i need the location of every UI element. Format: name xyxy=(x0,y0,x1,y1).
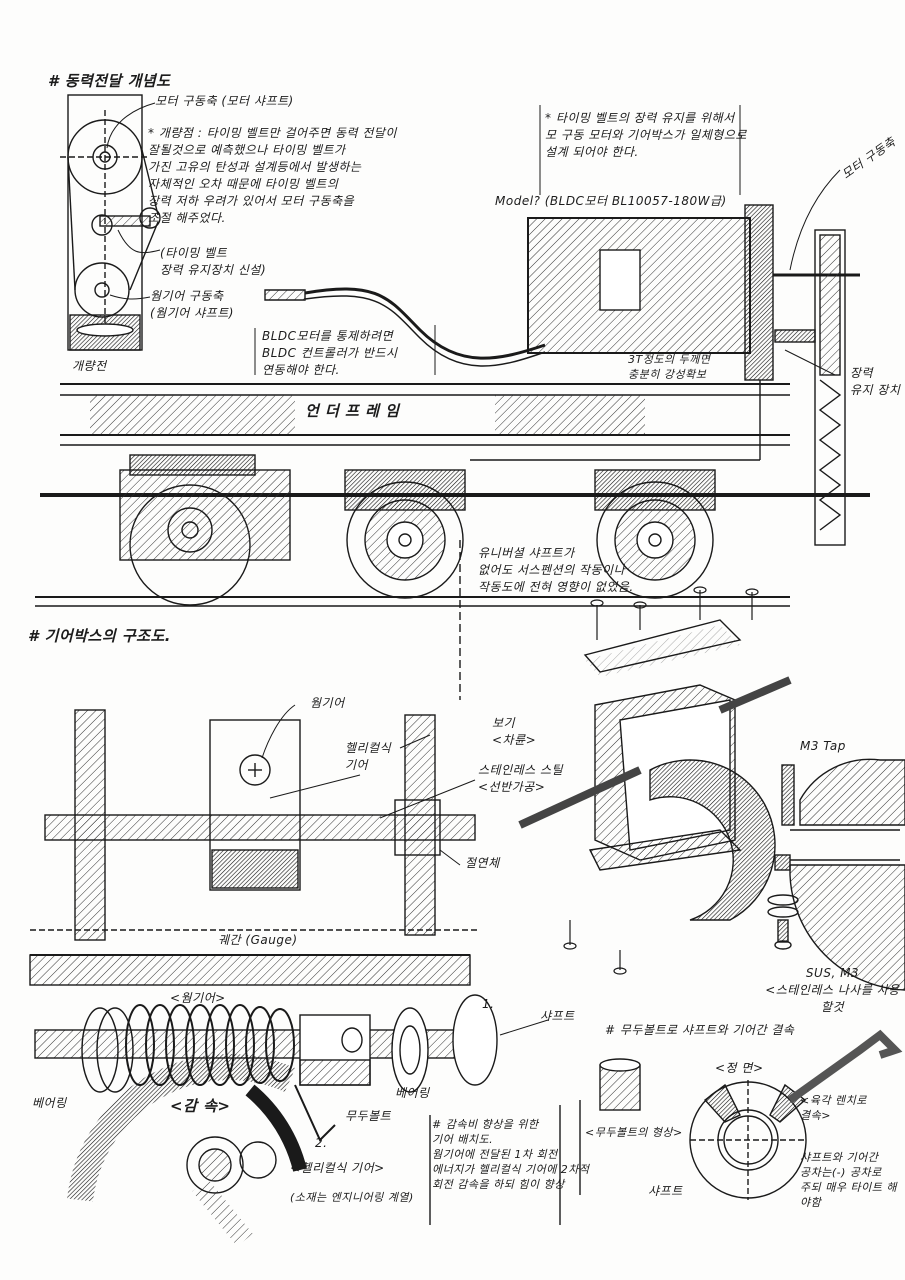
worm-gear-label: 웜기어 xyxy=(310,696,345,710)
tensioner-label: (타이밍 벨트 장력 유지장치 신설) xyxy=(160,246,267,277)
bearing-right-label: 베어링 xyxy=(395,1086,430,1100)
tension-device-label: 장력 유지 장치 xyxy=(850,366,901,397)
set-screw-title: # 무두볼트로 샤프트와 기어간 결속 xyxy=(605,1023,795,1037)
gearbox-exploded-drawing xyxy=(518,586,792,975)
set-screw-shape-label: <무두볼트의 형상> xyxy=(585,1126,683,1139)
front-view-label: <정 면> xyxy=(715,1061,764,1075)
set-screw-drawing xyxy=(579,1029,903,1200)
bogie-wheel-label: 보기 <차륜> xyxy=(492,716,537,747)
tolerance-note: 샤프트와 기어간 공차는(-) 공차로 주되 매우 타이트 해야함 xyxy=(800,1151,897,1209)
belt-drive-drawing xyxy=(60,94,161,351)
screw-tap-detail-drawing xyxy=(767,758,905,991)
gear-layout-note: # 감속비 향상을 위한 기어 배치도. 웜기어에 전달된 1차 회전 에너지가… xyxy=(432,1118,590,1191)
bogie-front-drawing xyxy=(29,709,480,986)
bogie-side-drawing xyxy=(35,454,870,700)
helical-material-label: (소재는 엔지니어링 계열) xyxy=(290,1191,414,1204)
timing-belt-note: * 타이밍 벨트의 장력 유지를 위해서 모 구동 모터와 기어박스가 일체형으… xyxy=(545,111,747,159)
worm-gear-title: <웜기어> xyxy=(170,991,226,1005)
universal-shaft-note: 유니버셜 샤프트가 없어도 서스펜션의 작동이나 작동도에 전혀 영향이 없었음… xyxy=(478,546,634,594)
reduction-label: <감 속> xyxy=(170,1097,231,1115)
underframe-drawing xyxy=(60,383,790,446)
shaft-label: 샤프트 xyxy=(540,1009,575,1023)
m3-tap-label: M3 Tap xyxy=(800,739,846,753)
set-screw-shaft-label: 샤프트 xyxy=(648,1184,683,1198)
bldc-controller-note: BLDC모터를 통제하려면 BLDC 컨트롤러가 반드시 연동해야 한다. xyxy=(262,329,398,377)
underframe-label: 언 더 프 레 임 xyxy=(305,402,400,420)
improvement-note: * 개량점 : 타이밍 벨트만 걸어주면 동력 전달이 잘될것으로 예측했으나 … xyxy=(148,126,397,225)
step-1-label: 1. xyxy=(482,997,495,1011)
helical-gear-title: <헬리컬식 기어> xyxy=(290,1161,385,1175)
power-transmission-title: # 동력전달 개념도 xyxy=(48,72,171,90)
insulator-label: 절연체 xyxy=(465,856,500,870)
worm-gear-drawing xyxy=(34,994,561,1247)
bearing-left-label: 베어링 xyxy=(32,1096,67,1110)
before-improvement-label: 개량전 xyxy=(72,359,107,373)
gearbox-title: # 기어박스의 구조도. xyxy=(28,627,171,645)
worm-shaft-label: 웜기어 구동축 (웜기어 샤프트) xyxy=(150,289,234,320)
step-2-label: 2. xyxy=(315,1136,328,1150)
motor-shaft-label: 모터 구동축 (모터 샤프트) xyxy=(155,94,294,108)
stainless-steel-label: 스테인레스 스틸 <선반가공> xyxy=(478,763,564,794)
bldc-motor-drawing xyxy=(264,204,860,546)
motor-model-label: Model? (BLDC모터 BL10057-180W급) xyxy=(495,194,727,208)
leader-lines xyxy=(106,102,841,1036)
plate-thickness-note: 3T정도의 두께면 충분히 강성확보 xyxy=(628,353,711,381)
hex-wrench-label: <육각 렌치로 결속> xyxy=(800,1094,867,1122)
set-screw-label: 무두볼트 xyxy=(345,1109,392,1123)
helical-gear-label: 헬리컬식 기어 xyxy=(345,741,392,772)
sus-screw-label: SUS, M3 <스테인레스 나사를 사용할것 xyxy=(765,966,900,1014)
gauge-label: 궤간 (Gauge) xyxy=(218,933,298,947)
